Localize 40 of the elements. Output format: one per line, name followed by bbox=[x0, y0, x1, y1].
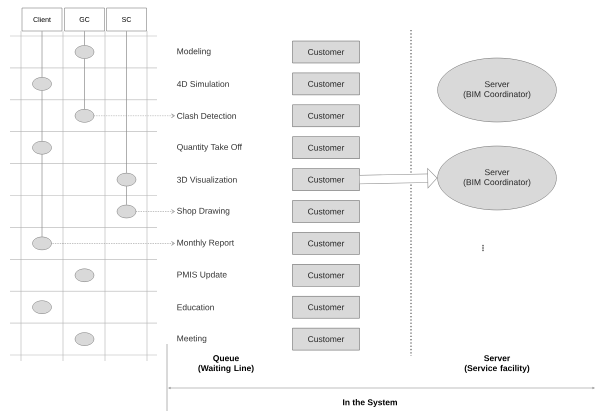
lifeline bbox=[84, 58, 85, 110]
customer-box: Customer bbox=[292, 168, 360, 191]
customer-box: Customer bbox=[292, 296, 360, 318]
customer-box: Customer bbox=[292, 200, 360, 223]
section-heading: Server (Service facility) bbox=[464, 355, 530, 373]
lifeline bbox=[126, 30, 127, 174]
lifeline bbox=[84, 30, 85, 46]
task-label: Shop Drawing bbox=[177, 208, 230, 216]
connector-arrow bbox=[136, 209, 175, 214]
task-circle bbox=[32, 300, 52, 314]
connector-arrow bbox=[94, 113, 175, 118]
task-label: PMIS Update bbox=[177, 271, 227, 280]
task-label: 3D Visualization bbox=[177, 176, 237, 183]
connector-arrow bbox=[51, 241, 175, 246]
task-circle bbox=[32, 141, 52, 154]
customer-box: Customer bbox=[292, 232, 360, 255]
task-circle bbox=[74, 268, 94, 282]
section-heading: Queue (Waiting Line) bbox=[198, 355, 254, 373]
customer-box: Customer bbox=[292, 72, 360, 96]
customer-box: Customer bbox=[292, 104, 360, 127]
task-label: Education bbox=[177, 304, 214, 310]
customer-box: Customer bbox=[292, 264, 360, 286]
task-circle bbox=[116, 204, 136, 218]
task-circle bbox=[32, 77, 52, 91]
task-circle bbox=[32, 236, 52, 250]
task-label: Meeting bbox=[177, 335, 206, 344]
task-circle bbox=[74, 332, 94, 346]
lifeline bbox=[126, 186, 127, 206]
task-circle bbox=[74, 109, 94, 122]
task-circle bbox=[74, 45, 94, 59]
customer-box: Customer bbox=[292, 328, 360, 350]
task-label: Clash Detection bbox=[177, 112, 236, 119]
task-label: Quantity Take Off bbox=[177, 144, 242, 152]
task-circle bbox=[116, 172, 136, 186]
task-label: Monthly Report bbox=[177, 239, 234, 248]
customer-box: Customer bbox=[292, 136, 360, 159]
customer-box: Customer bbox=[292, 40, 360, 64]
task-label: Modeling bbox=[177, 48, 211, 56]
dimension-label: In the System bbox=[343, 399, 397, 407]
task-label: 4D Simulation bbox=[176, 80, 229, 87]
